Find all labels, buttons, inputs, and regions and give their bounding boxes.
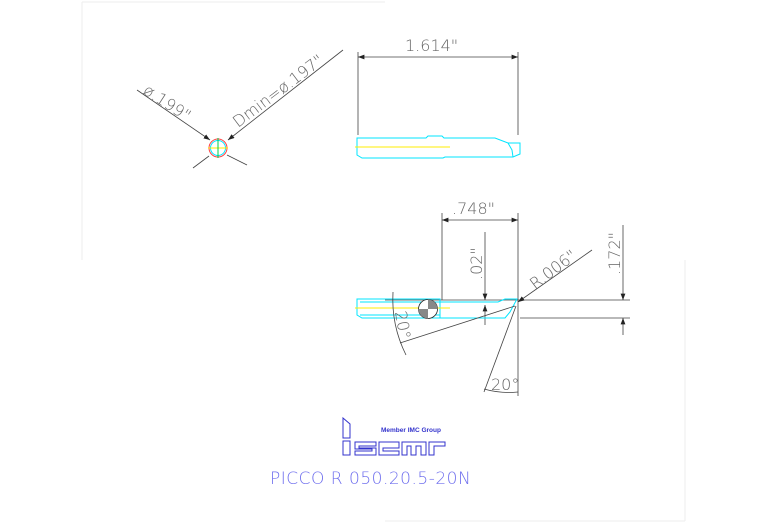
logo-tagline: Member IMC Group [381, 427, 441, 434]
offset-label: .02" [467, 247, 486, 280]
sheet-border [81, 1, 686, 522]
radius-label: R.006" [526, 246, 580, 293]
width-label: .748" [452, 199, 495, 218]
height-label: .172" [605, 232, 624, 275]
top-view: .748" .02" .172" R.006" 20° 20° [355, 199, 630, 396]
center-mark [418, 299, 438, 319]
part-number: PICCO R 050.20.5-20N [270, 469, 471, 489]
angle-left-label: 20° [391, 309, 415, 340]
side-view: 1.614" [355, 36, 521, 159]
dmin-label: Dmin=ø.197" [229, 51, 327, 132]
length-label: 1.614" [405, 36, 458, 55]
diameter-label: ø.199" [140, 80, 195, 125]
end-view: ø.199" Dmin=ø.197" [136, 49, 344, 169]
angle-bottom-label: 20° [491, 375, 519, 394]
iscar-logo: Member IMC Group [342, 416, 446, 456]
